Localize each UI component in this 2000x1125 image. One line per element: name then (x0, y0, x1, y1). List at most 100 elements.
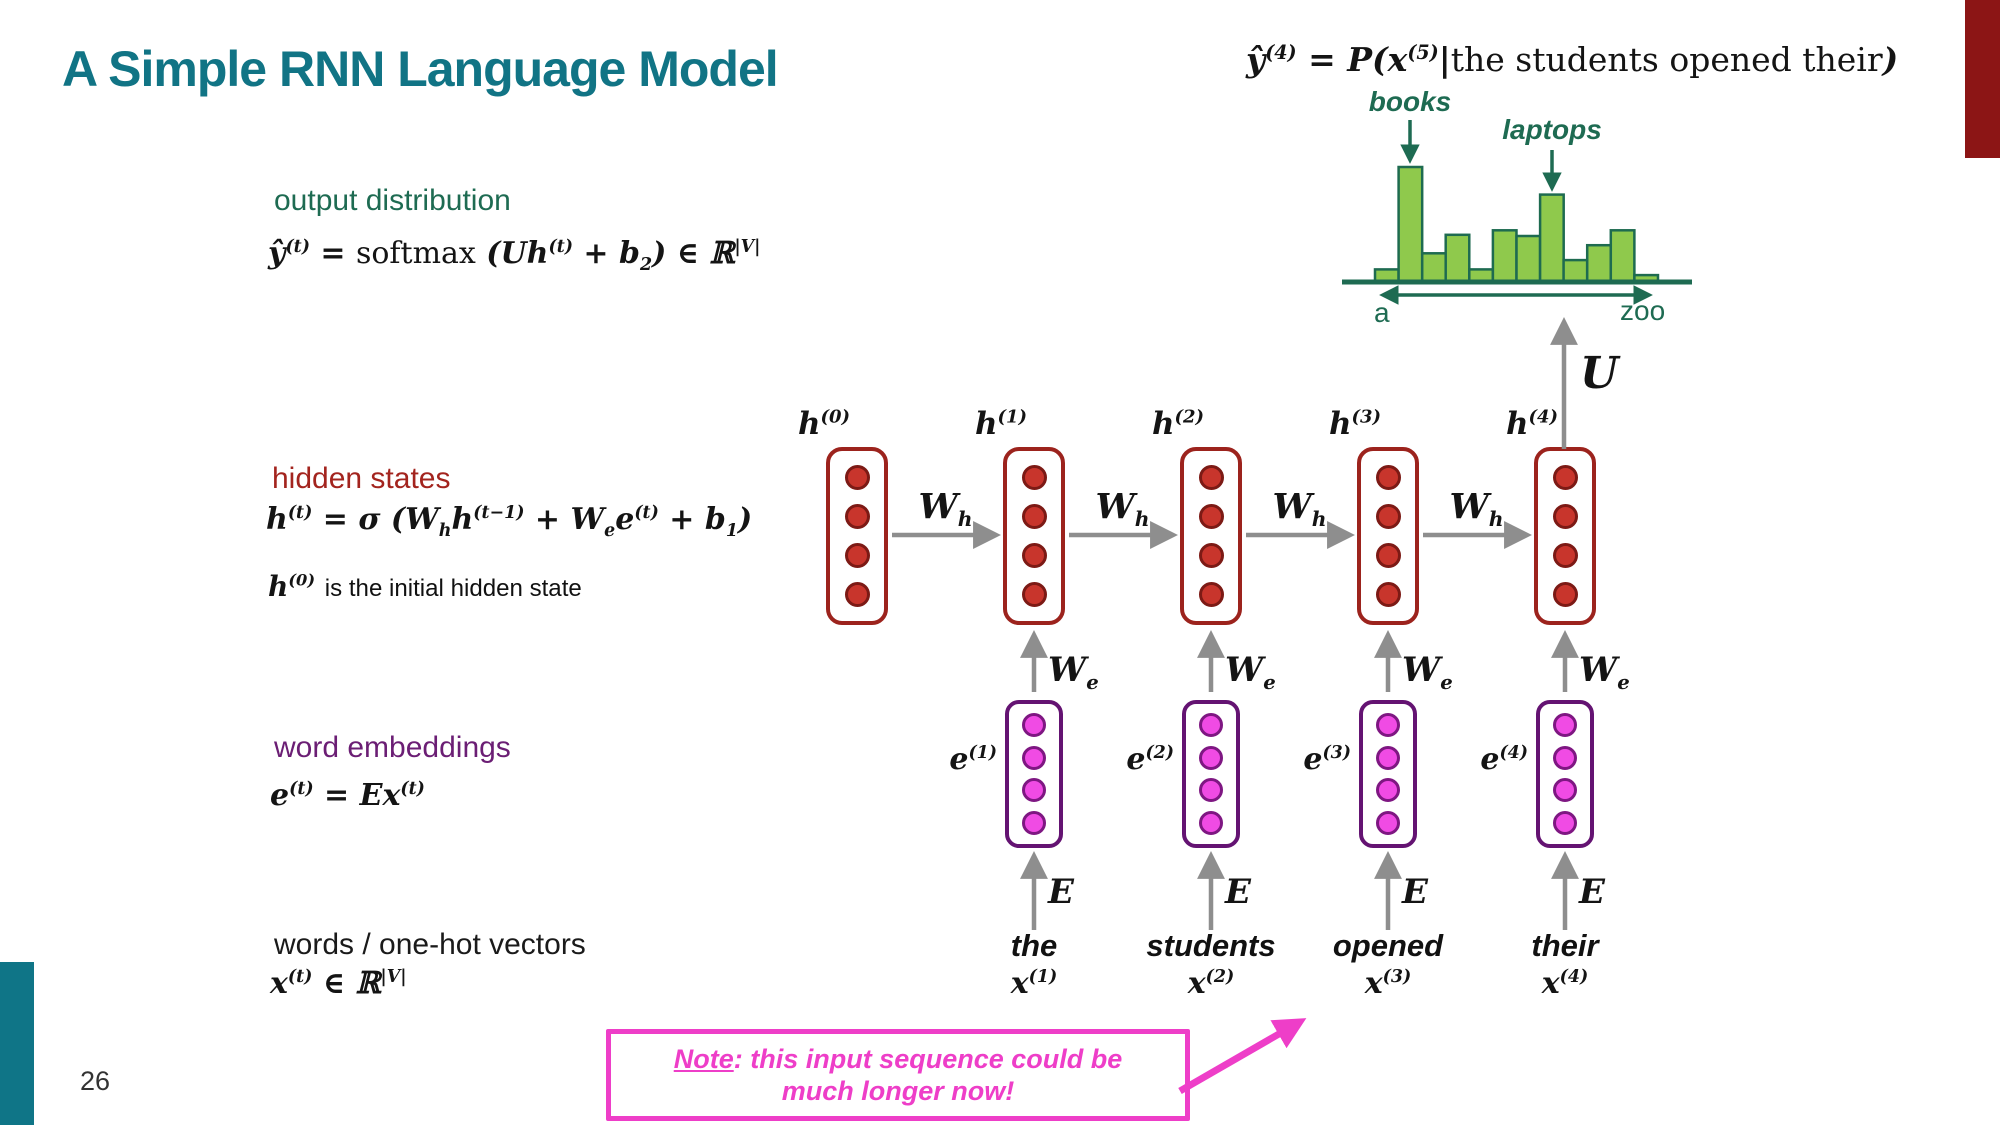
embedding-label-3: e(3) (1303, 742, 1351, 777)
hist-annotation-laptops: laptops (1502, 114, 1602, 145)
hist-axis-end-label: zoo (1620, 295, 1666, 326)
hidden-states-equation: h(t) = σ (Whh(t−1) + Wee(t) + b1) (266, 502, 753, 541)
hist-bar-7 (1538, 193, 1565, 284)
input-word-3: opened (1332, 928, 1444, 963)
embedding-box-4 (1536, 700, 1594, 848)
hidden-unit (1552, 543, 1578, 568)
embedding-unit (1199, 778, 1223, 803)
hidden-unit (844, 582, 870, 607)
we-label-2: We (1225, 650, 1276, 694)
hidden-unit (844, 465, 870, 490)
embedding-unit (1553, 712, 1577, 737)
hist-axis-start-label: a (1374, 297, 1390, 328)
u-label: U (1580, 348, 1619, 399)
hist-bar-9 (1585, 243, 1613, 284)
embedding-unit (1199, 712, 1223, 737)
hidden-state-box-1 (1003, 447, 1065, 625)
word-embeddings-label: word embeddings (274, 731, 511, 764)
embedding-box-1 (1005, 700, 1063, 848)
embedding-unit (1199, 745, 1223, 770)
hidden-unit (1552, 465, 1578, 490)
e-matrix-label-4: E (1579, 872, 1605, 912)
hidden-unit (1021, 465, 1047, 490)
hidden-unit (1552, 504, 1578, 529)
embedding-unit (1376, 811, 1400, 836)
embedding-unit (1553, 745, 1577, 770)
wh-label-1: Wh (1095, 486, 1150, 531)
page-title: A Simple RNN Language Model (62, 41, 779, 97)
hidden-unit (1375, 465, 1401, 490)
hidden-unit (1198, 504, 1224, 529)
input-word-1: the (1010, 928, 1058, 963)
embedding-unit (1553, 778, 1577, 803)
hidden-state-box-4 (1534, 447, 1596, 625)
wh-label-3: Wh (1449, 486, 1504, 531)
hidden-unit (844, 504, 870, 529)
hist-bar-2 (1420, 252, 1448, 284)
embedding-unit (1022, 811, 1046, 836)
input-word-2: students (1146, 928, 1276, 963)
hidden-state-label-2: h(2) (1151, 406, 1204, 442)
embedding-box-2 (1182, 700, 1240, 848)
hidden-unit (1021, 543, 1047, 568)
input-word-4: their (1531, 928, 1599, 963)
hist-bar-3 (1444, 233, 1471, 284)
embedding-unit (1553, 811, 1577, 836)
embedding-unit (1022, 712, 1046, 737)
embedding-unit (1199, 811, 1223, 836)
we-label-1: We (1048, 650, 1099, 694)
corner-bar-teal (0, 962, 34, 1125)
hidden-state-box-0 (826, 447, 888, 625)
e-matrix-label-1: E (1048, 872, 1074, 912)
hidden-unit (1021, 504, 1047, 529)
embedding-unit (1022, 745, 1046, 770)
hidden-unit (844, 543, 870, 568)
hidden-state-box-3 (1357, 447, 1419, 625)
wh-label-0: Wh (918, 486, 973, 531)
one-hot-equation: x(t) ∈ ℝ|V| (270, 966, 407, 1001)
hist-bar-8 (1562, 258, 1589, 284)
input-vector-label-2: x(2) (1187, 966, 1235, 1001)
hidden-unit (1021, 582, 1047, 607)
we-label-4: We (1579, 650, 1630, 694)
top-equation: ŷ(4) = P(x(5)|the students opened their) (1246, 40, 1899, 79)
page-number: 26 (80, 1066, 111, 1096)
embedding-unit (1022, 778, 1046, 803)
embedding-label-4: e(4) (1480, 742, 1528, 777)
note-title: Note (673, 1044, 734, 1074)
we-label-3: We (1402, 650, 1453, 694)
input-vector-label-3: x(3) (1364, 966, 1412, 1001)
word-embeddings-equation: e(t) = Ex(t) (270, 778, 425, 813)
embedding-label-1: e(1) (949, 742, 997, 777)
hidden-state-label-1: h(1) (974, 406, 1027, 442)
input-vector-label-1: x(1) (1010, 966, 1058, 1001)
hidden-states-label: hidden states (272, 462, 451, 495)
hidden-state-label-0: h(0) (797, 406, 850, 442)
wh-label-2: Wh (1272, 486, 1327, 531)
one-hot-label: words / one-hot vectors (274, 928, 586, 961)
hist-bar-10 (1609, 229, 1636, 284)
note-body: : this input sequence could be much long… (733, 1044, 1123, 1106)
hidden-unit (1198, 543, 1224, 568)
e-matrix-label-3: E (1402, 872, 1428, 912)
hidden-unit (1375, 504, 1401, 529)
note-box: Note: this input sequence could be much … (606, 1029, 1190, 1121)
hist-bar-1 (1397, 165, 1424, 284)
output-distribution-label: output distribution (274, 184, 511, 217)
hidden-unit (1198, 582, 1224, 607)
output-distribution-equation: ŷ(t) = softmax (Uh(t) + b2) ∈ ℝ|V| (268, 236, 761, 275)
hidden-unit (1198, 465, 1224, 490)
input-vector-label-4: x(4) (1541, 966, 1589, 1001)
hidden-unit (1552, 582, 1578, 607)
corner-bar-red (1965, 0, 2000, 158)
hist-bar-0 (1373, 268, 1400, 284)
hist-bar-11 (1633, 273, 1660, 284)
embedding-unit (1376, 778, 1400, 803)
hidden-state-box-2 (1180, 447, 1242, 625)
hist-bar-5 (1491, 229, 1518, 284)
note-text: Note: this input sequence could be much … (611, 1043, 1185, 1107)
note-arrow (1178, 1018, 1307, 1095)
hidden-state-label-3: h(3) (1328, 406, 1381, 442)
hist-bar-6 (1515, 234, 1542, 284)
